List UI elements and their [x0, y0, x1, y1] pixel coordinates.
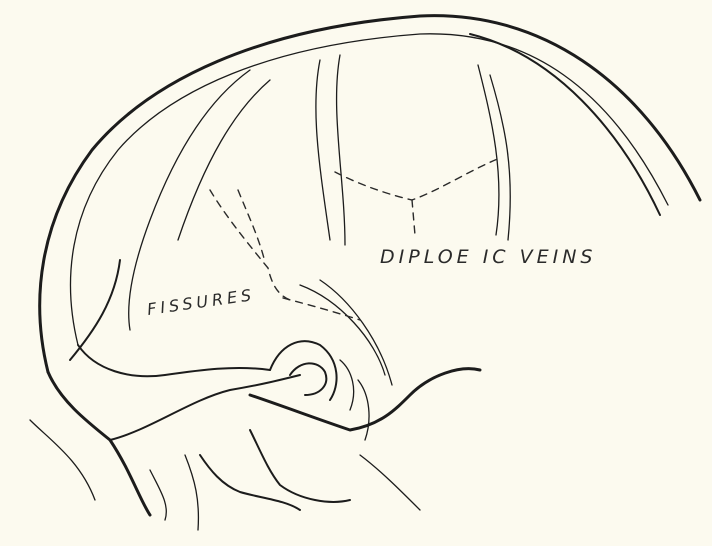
fissures-label: FISSURES — [146, 285, 256, 319]
diploeic-veins-label: DIPLOE IC VEINS — [380, 246, 596, 268]
cranial-wall-lines — [129, 55, 511, 385]
skull-vault-outline — [40, 16, 700, 372]
